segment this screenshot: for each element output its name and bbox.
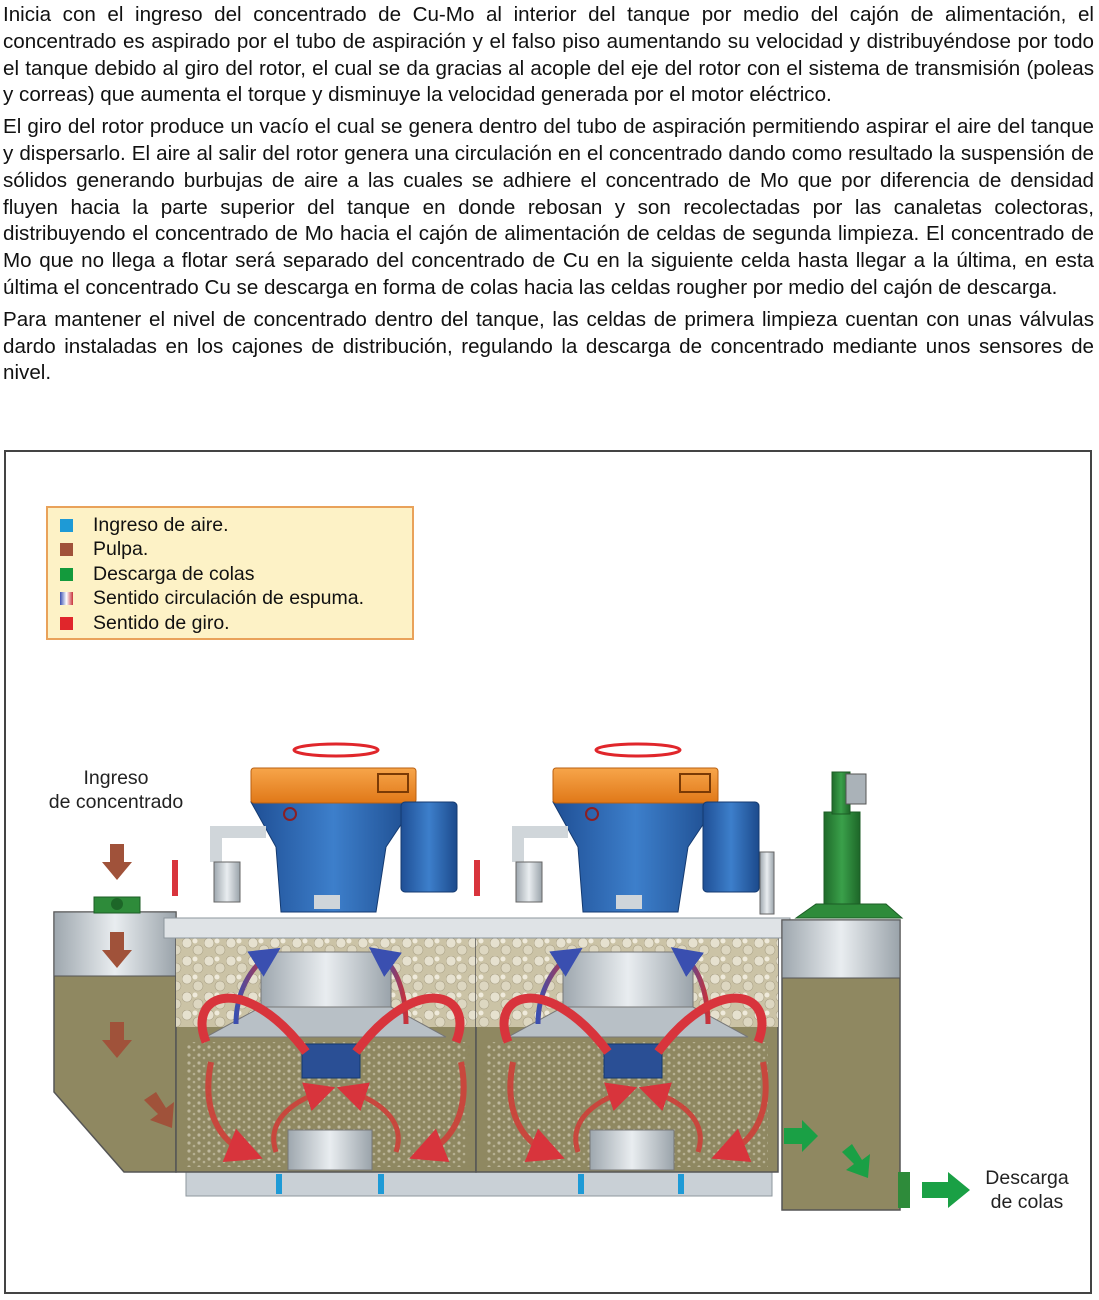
tailings-discharge-label: Descarga de colas xyxy=(985,1167,1069,1213)
legend-item-air: Ingreso de aire. xyxy=(60,513,412,538)
legend-item-froth: Sentido circulación de espuma. xyxy=(60,587,412,612)
legend-item-tailings: Descarga de colas xyxy=(60,562,412,587)
feed-inlet-label: Ingreso de concentrado xyxy=(48,767,184,813)
tailings-arrows xyxy=(784,1120,970,1208)
flotation-cell-diagram: Ingreso de aire. Pulpa. Descarga de cola… xyxy=(4,450,1092,1294)
diagram-drawing xyxy=(53,742,970,1211)
air-swatch-icon xyxy=(60,518,73,532)
tailings-swatch-icon xyxy=(60,567,73,581)
legend-item-pulp: Pulpa. xyxy=(60,538,412,563)
legend-item-rotation: Sentido de giro. xyxy=(60,611,412,636)
base-plate xyxy=(185,1169,773,1197)
tank-top-rim xyxy=(163,917,791,939)
froth-swatch-icon xyxy=(60,592,73,606)
mechanism-2 xyxy=(474,742,769,1171)
rotation-swatch-icon xyxy=(60,616,73,630)
feed-arrows xyxy=(102,844,174,1128)
description-text: Inicia con el ingreso del concentrado de… xyxy=(3,2,1094,392)
paragraph-1: Inicia con el ingreso del concentrado de… xyxy=(3,3,1094,107)
pulp-swatch-icon xyxy=(60,543,73,557)
paragraph-2: El giro del rotor produce un vacío el cu… xyxy=(3,115,1094,299)
legend: Ingreso de aire. Pulpa. Descarga de cola… xyxy=(46,506,414,640)
dart-valve-actuator xyxy=(759,771,904,919)
paragraph-3: Para mantener el nivel de concentrado de… xyxy=(3,307,1094,385)
mechanism-1 xyxy=(172,742,467,1171)
discharge-box xyxy=(781,919,910,1211)
